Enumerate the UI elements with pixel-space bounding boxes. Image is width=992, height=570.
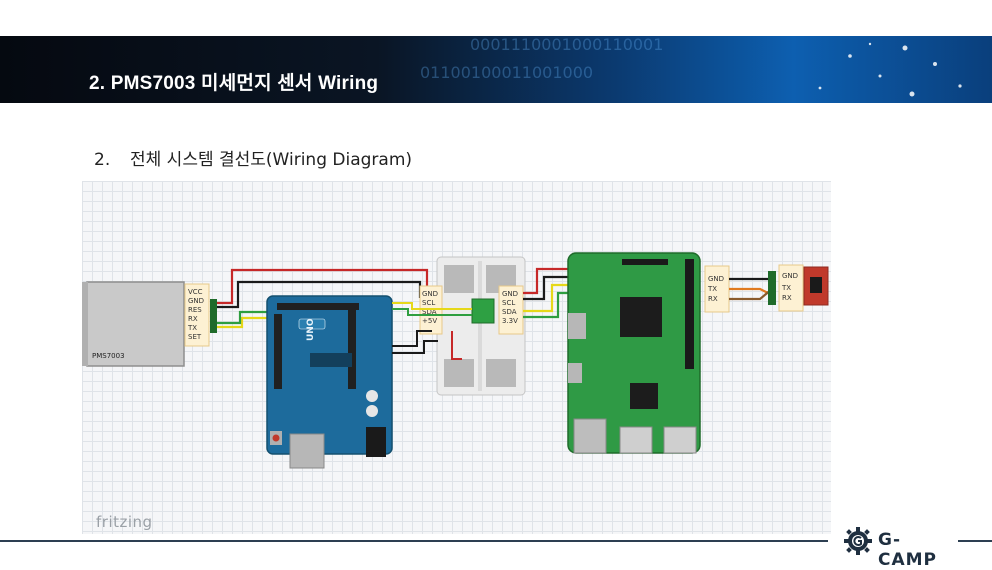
usb-ports xyxy=(663,426,697,454)
gcamp-logo: G-CAMP xyxy=(842,526,952,570)
svg-text:0001110001000110001: 0001110001000110001 xyxy=(470,36,663,54)
pin-label: TX xyxy=(781,284,791,292)
wire-green xyxy=(217,310,277,325)
wire-black xyxy=(392,340,438,354)
pin-label: 3.3V xyxy=(502,317,518,325)
pin-label: SCL xyxy=(502,299,515,307)
power-jack xyxy=(366,427,386,457)
page-title: 2. PMS7003 미세먼지 센서 Wiring xyxy=(89,73,379,94)
wiring-diagram-canvas: PMS7003 VCC GND RES RX TX SET UNO xyxy=(82,181,831,534)
pin-label: +5V xyxy=(422,317,437,325)
pin-label: SCL xyxy=(422,299,435,307)
wiring-diagram: PMS7003 VCC GND RES RX TX SET UNO xyxy=(82,252,829,469)
pin-label: GND xyxy=(422,290,438,298)
pin-label: SDA xyxy=(502,308,517,316)
arduino-uno-board xyxy=(266,295,393,455)
banner-decoration: 0001110001000110001 01100100011001000 xyxy=(420,36,962,97)
pin-label: GND xyxy=(782,272,798,280)
uart-connector xyxy=(768,271,776,305)
section-number: 2. xyxy=(94,150,111,170)
pms7003-sensor xyxy=(86,281,185,367)
fritzing-watermark: fritzing xyxy=(96,513,153,531)
section-title: 전체 시스템 결선도(Wiring Diagram) xyxy=(130,150,413,170)
header-banner: 0001110001000110001 01100100011001000 2.… xyxy=(0,36,992,103)
wire-green xyxy=(392,308,472,316)
pin-label: RX xyxy=(708,295,718,303)
usb-ports xyxy=(619,426,653,454)
arduino-label: UNO xyxy=(306,318,316,341)
svg-text:01100100011001000: 01100100011001000 xyxy=(420,63,593,82)
pin-label: RX xyxy=(782,294,792,302)
ethernet-port xyxy=(573,418,607,454)
pms7003-label: PMS7003 xyxy=(92,352,125,360)
pin-label: RX xyxy=(188,315,198,323)
pin-label: VCC xyxy=(188,288,203,296)
logo-text: G-CAMP xyxy=(878,530,938,570)
pin-label: SDA xyxy=(422,308,437,316)
wire-yellow xyxy=(217,316,277,329)
footer-divider xyxy=(0,540,828,542)
pin-label: RES xyxy=(188,306,202,314)
wire-black xyxy=(392,330,432,347)
level-shifter-module xyxy=(471,298,495,324)
wire-brown xyxy=(729,288,773,301)
level-shifter-right-label xyxy=(498,285,524,335)
wire-yellow xyxy=(392,302,472,310)
wire-red xyxy=(451,331,462,360)
usb-uart-label xyxy=(778,264,804,312)
gear-icon xyxy=(844,527,872,555)
pin-label: GND xyxy=(502,290,518,298)
footer-divider xyxy=(958,540,992,542)
pin-label: TX xyxy=(707,285,717,293)
usb-port xyxy=(289,433,325,469)
pin-label: GND xyxy=(708,275,724,283)
pin-label: GND xyxy=(188,297,204,305)
pin-label: SET xyxy=(188,333,202,341)
pin-label: TX xyxy=(187,324,197,332)
section-heading: 2. 전체 시스템 결선도(Wiring Diagram) xyxy=(94,145,412,170)
sensor-pin-label-card xyxy=(184,283,210,347)
rpi-uart-label xyxy=(704,265,730,313)
wire-red xyxy=(217,268,429,305)
sensor-connector xyxy=(210,299,217,333)
